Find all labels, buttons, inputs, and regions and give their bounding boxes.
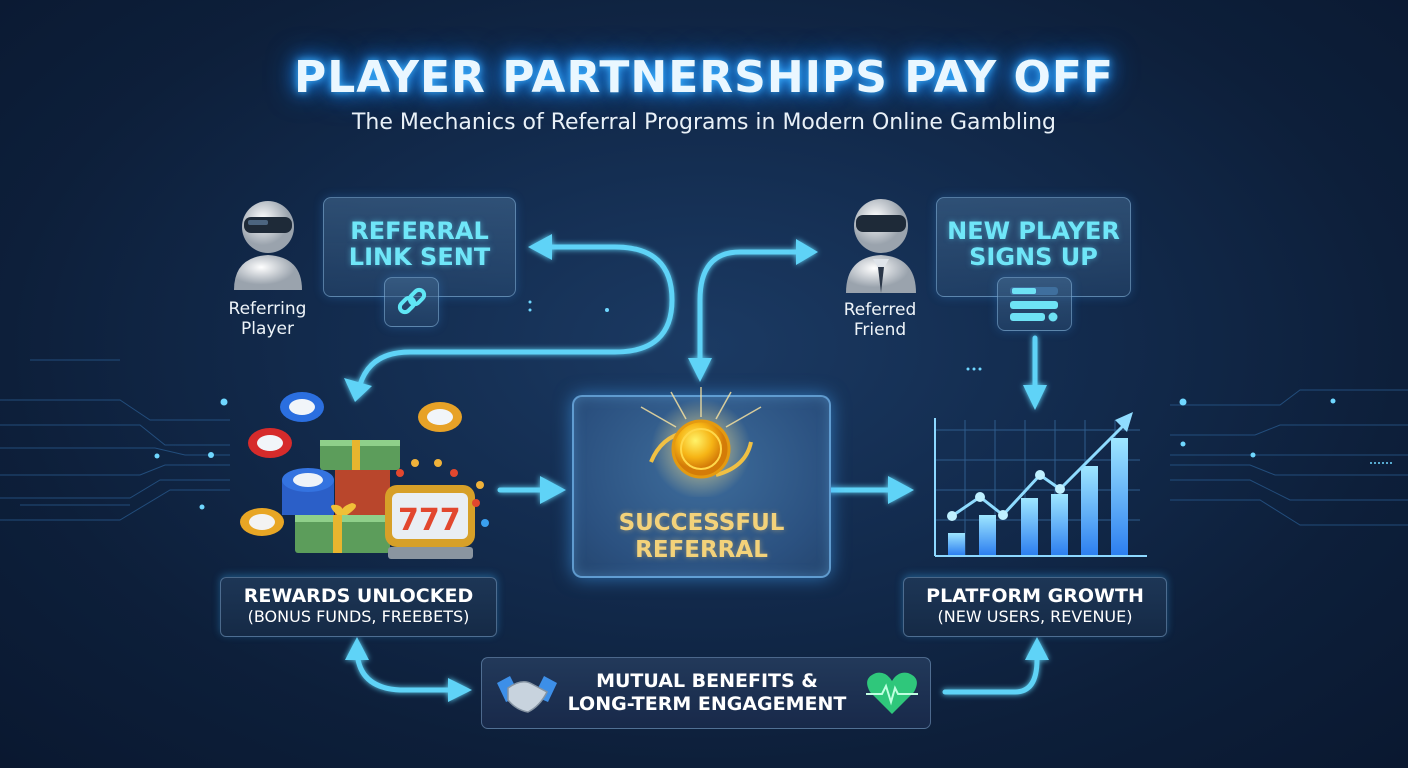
platform-growth-card: PLATFORM GROWTH (NEW USERS, REVENUE): [903, 577, 1167, 637]
referring-player-label: Referring Player: [228, 299, 307, 339]
avatar-icon: [228, 195, 308, 290]
heart-pulse-icon: [866, 672, 918, 714]
gold-coin-icon: [640, 387, 762, 497]
growth-chart-icon: [925, 400, 1165, 560]
successful-referral-card: SUCCESSFUL REFERRAL: [572, 387, 831, 578]
avatar-tie-icon: [840, 193, 922, 293]
referred-friend-label: Referred Friend: [843, 300, 917, 340]
handshake-icon: [497, 676, 557, 713]
casino-rewards-icon: 777: [240, 385, 490, 565]
rewards-unlocked-card: REWARDS UNLOCKED (BONUS FUNDS, FREEBETS): [220, 577, 497, 637]
link-icon: [384, 277, 439, 327]
signup-form-icon: [997, 277, 1072, 331]
mutual-benefits-card: MUTUAL BENEFITS & LONG-TERM ENGAGEMENT: [481, 657, 931, 729]
svg-text:777: 777: [398, 503, 461, 538]
page-title: PLAYER PARTNERSHIPS PAY OFF: [293, 52, 1115, 103]
page-subtitle: The Mechanics of Referral Programs in Mo…: [351, 110, 1057, 135]
